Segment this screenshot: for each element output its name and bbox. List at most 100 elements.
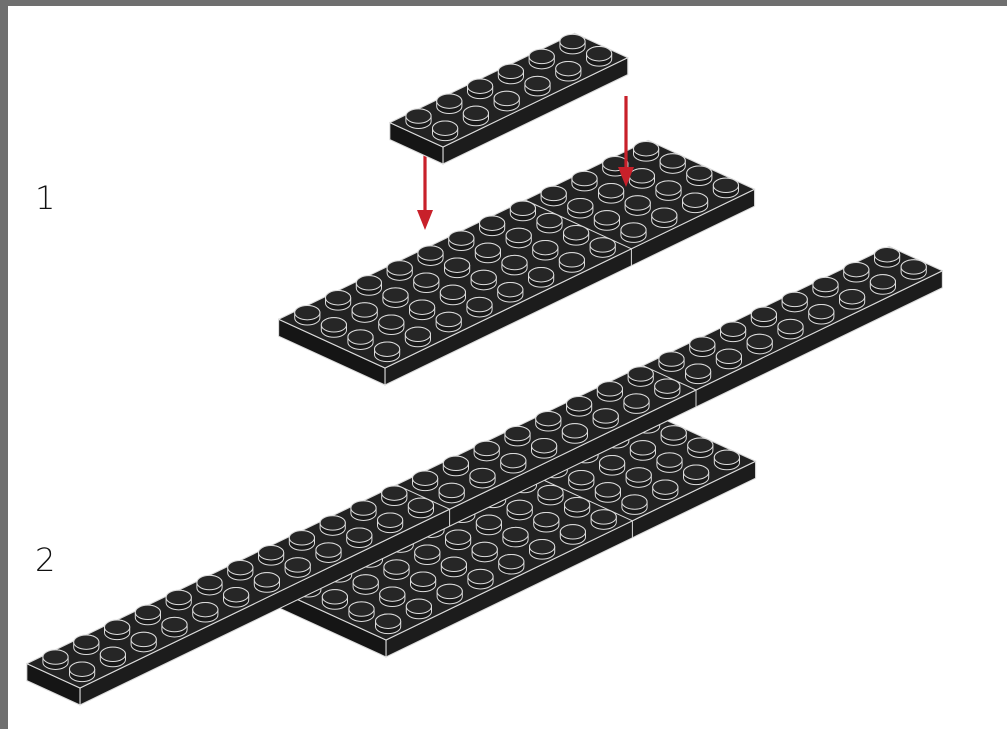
stud — [625, 196, 650, 216]
stud — [501, 453, 526, 473]
stud — [624, 394, 649, 414]
stud — [380, 587, 405, 607]
stud — [285, 558, 310, 578]
stud — [322, 590, 347, 610]
stud — [353, 575, 378, 595]
stud — [622, 495, 647, 515]
stud — [406, 599, 431, 619]
stud — [532, 439, 557, 459]
stud — [228, 560, 253, 580]
stud — [135, 605, 160, 625]
arrow-head — [417, 210, 433, 230]
stud — [684, 465, 709, 485]
stud — [468, 569, 493, 589]
stud — [599, 184, 624, 204]
stud — [505, 426, 530, 446]
stud — [498, 282, 523, 302]
stud — [436, 312, 461, 332]
stud — [320, 516, 345, 536]
stud — [197, 575, 222, 595]
stud — [413, 471, 438, 491]
stud — [193, 602, 218, 622]
stud — [352, 303, 377, 323]
stud — [503, 527, 528, 547]
stud — [468, 79, 493, 99]
stud — [661, 426, 686, 446]
stud — [687, 166, 712, 186]
stud — [480, 216, 505, 236]
stud — [414, 273, 439, 293]
stud — [418, 246, 443, 266]
stud — [564, 226, 589, 246]
stud — [683, 193, 708, 213]
stud — [441, 557, 466, 577]
stud — [351, 501, 376, 521]
stud — [536, 411, 561, 431]
stud — [690, 337, 715, 357]
stud — [439, 483, 464, 503]
stud — [131, 632, 156, 652]
stud — [653, 480, 678, 500]
stud — [626, 468, 651, 488]
stud — [440, 285, 465, 305]
stud — [510, 201, 535, 221]
stud — [471, 270, 496, 290]
stud — [383, 288, 408, 308]
stud — [560, 34, 585, 54]
stud — [375, 342, 400, 362]
stud — [538, 485, 563, 505]
stud — [593, 409, 618, 429]
stud — [875, 248, 900, 268]
stud — [467, 297, 492, 317]
stud — [446, 530, 471, 550]
stud — [713, 178, 738, 198]
stud — [530, 540, 555, 560]
stud — [716, 349, 741, 369]
stud — [901, 260, 926, 280]
stud — [634, 142, 659, 162]
plate-front-side — [80, 271, 942, 705]
stud — [778, 319, 803, 339]
stud — [534, 512, 559, 532]
stud — [529, 49, 554, 69]
stud — [590, 238, 615, 258]
stud — [569, 470, 594, 490]
stud — [349, 602, 374, 622]
stud — [562, 424, 587, 444]
stud — [321, 318, 346, 338]
stud — [474, 441, 499, 461]
stud — [714, 450, 739, 470]
stud — [166, 590, 191, 610]
stud — [259, 546, 284, 566]
stud — [410, 300, 435, 320]
stud — [556, 61, 581, 81]
stud — [809, 304, 834, 324]
stud — [600, 456, 625, 476]
stud — [405, 327, 430, 347]
stud — [70, 662, 95, 682]
stud — [567, 397, 592, 417]
stud — [591, 510, 616, 530]
stud — [660, 154, 685, 174]
stud — [498, 64, 523, 84]
stud — [541, 186, 566, 206]
stud — [572, 171, 597, 191]
stud — [844, 262, 869, 282]
stud — [506, 228, 531, 248]
stud — [630, 441, 655, 461]
stud — [406, 109, 431, 129]
stud — [475, 243, 500, 263]
stud — [443, 456, 468, 476]
stud — [537, 213, 562, 233]
stud — [470, 468, 495, 488]
stud — [525, 76, 550, 96]
stud — [162, 617, 187, 637]
stud — [655, 379, 680, 399]
stud — [628, 367, 653, 387]
stud — [686, 364, 711, 384]
stud — [476, 515, 501, 535]
stud — [595, 483, 620, 503]
stud — [411, 572, 436, 592]
stud — [379, 315, 404, 335]
